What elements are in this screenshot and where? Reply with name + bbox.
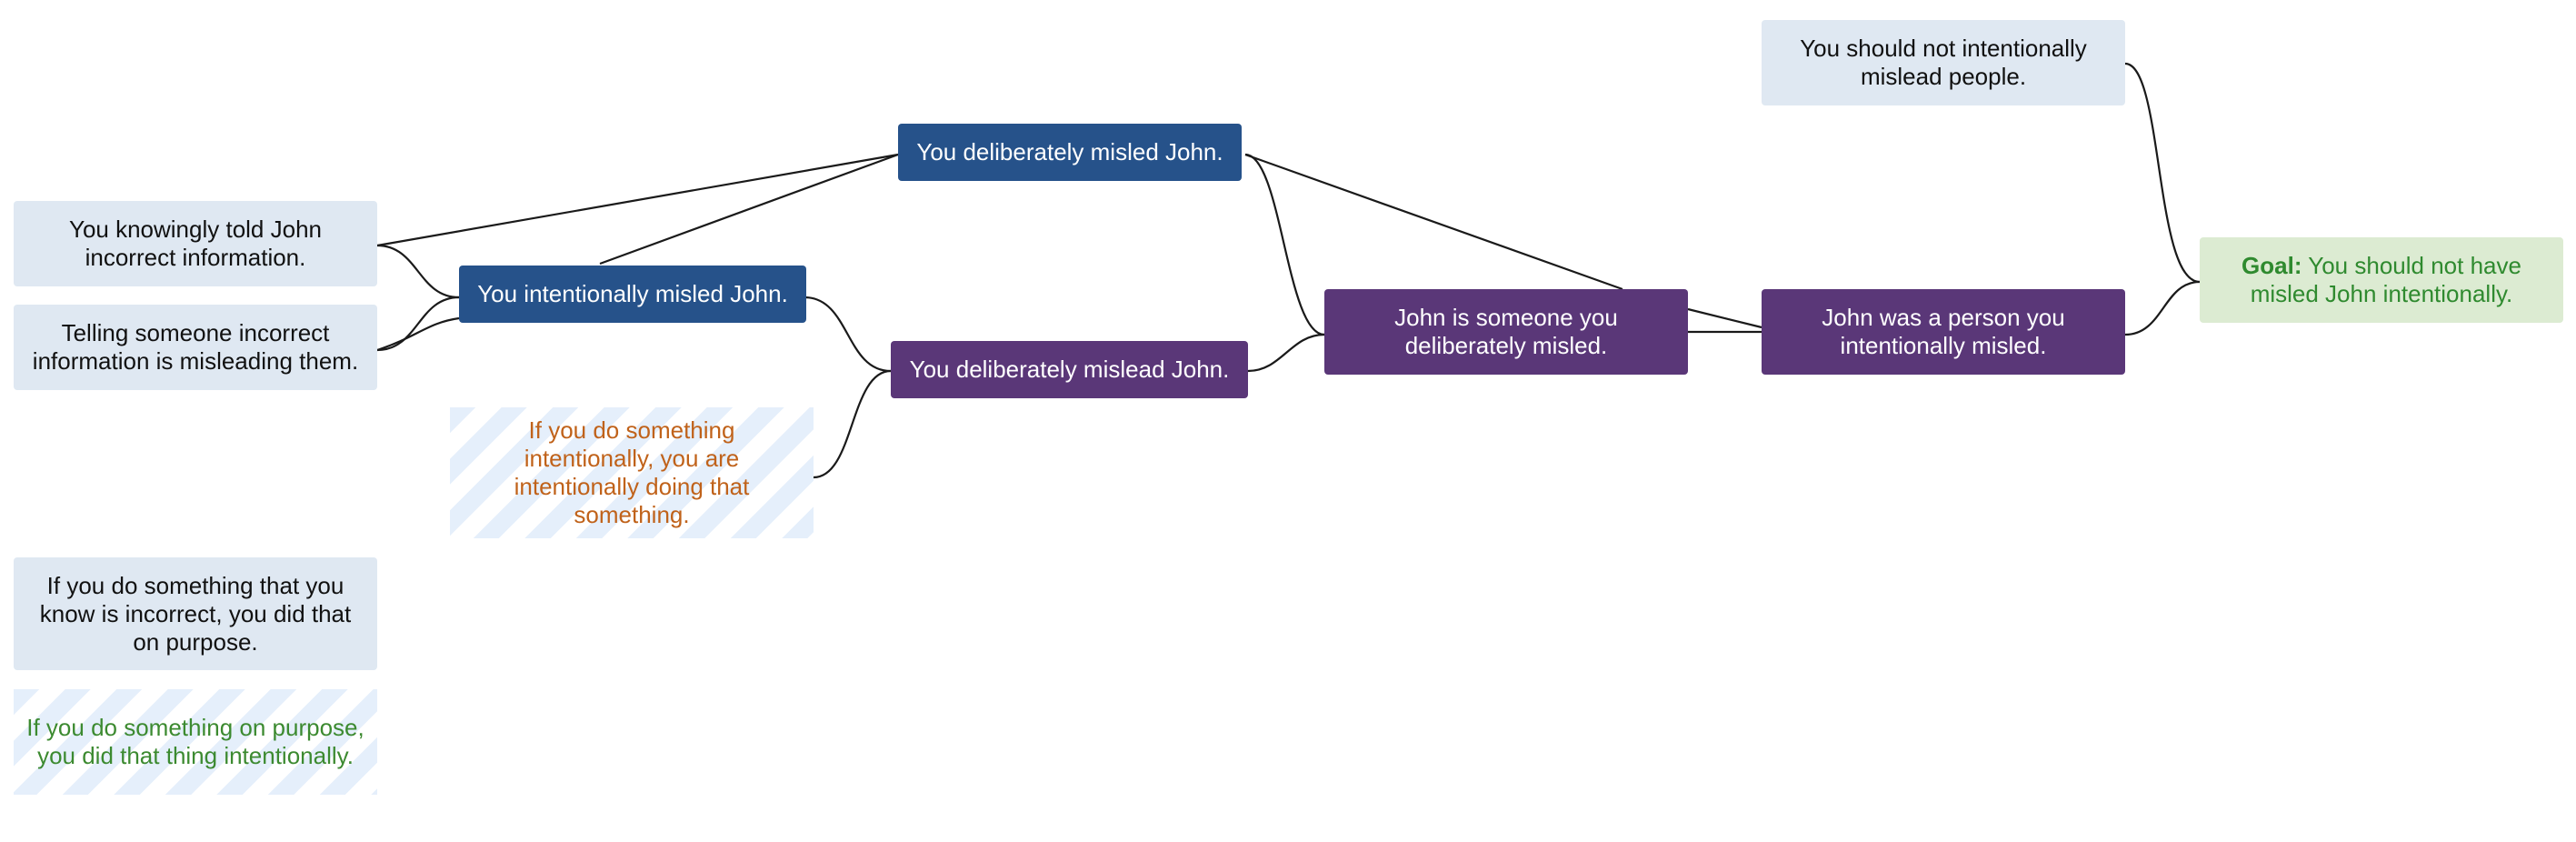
edge-person-to-goal <box>2124 280 2201 336</box>
edge-deliberately-to-someone <box>1244 153 1325 336</box>
premise-did-on-purpose: If you do something that you know is inc… <box>14 557 377 670</box>
edge-someone-to-person-2 <box>1687 307 1762 329</box>
assumption-intentionally-doing: If you do something intentionally, you a… <box>450 407 814 538</box>
goal-label: Goal: <box>2242 252 2302 279</box>
edge-telling-to-intentionally-2 <box>376 316 460 352</box>
edge-deliberately-to-person <box>1244 153 1623 291</box>
edge-knowingly-to-intentionally <box>376 244 460 299</box>
goal-node: Goal: You should not have misled John in… <box>2200 237 2563 323</box>
goal-text: You should not have misled John intentio… <box>2250 252 2521 307</box>
edge-assumption-to-mislead <box>813 369 892 479</box>
edge-intentionally-to-mislead <box>804 296 892 373</box>
premise-knowingly-told: You knowingly told John incorrect inform… <box>14 201 377 286</box>
edge-intentionally-to-deliberately <box>599 153 899 266</box>
edge-mislead-to-someone <box>1247 333 1325 373</box>
premise-should-not-mislead: You should not intentionally mislead peo… <box>1762 20 2125 105</box>
assumption-on-purpose: If you do something on purpose, you did … <box>14 689 377 795</box>
claim-deliberately-mislead: You deliberately mislead John. <box>891 341 1248 398</box>
claim-person-misled: John was a person you intentionally misl… <box>1762 289 2125 375</box>
edge-telling-to-intentionally <box>376 296 460 352</box>
premise-telling-incorrect: Telling someone incorrect information is… <box>14 305 377 390</box>
edge-shouldnot-to-goal <box>2124 62 2201 284</box>
claim-deliberately-misled: You deliberately misled John. <box>898 124 1242 181</box>
claim-intentionally-misled: You intentionally misled John. <box>459 266 806 323</box>
claim-someone-misled: John is someone you deliberately misled. <box>1324 289 1688 375</box>
edge-knowingly-to-deliberately <box>376 153 899 247</box>
